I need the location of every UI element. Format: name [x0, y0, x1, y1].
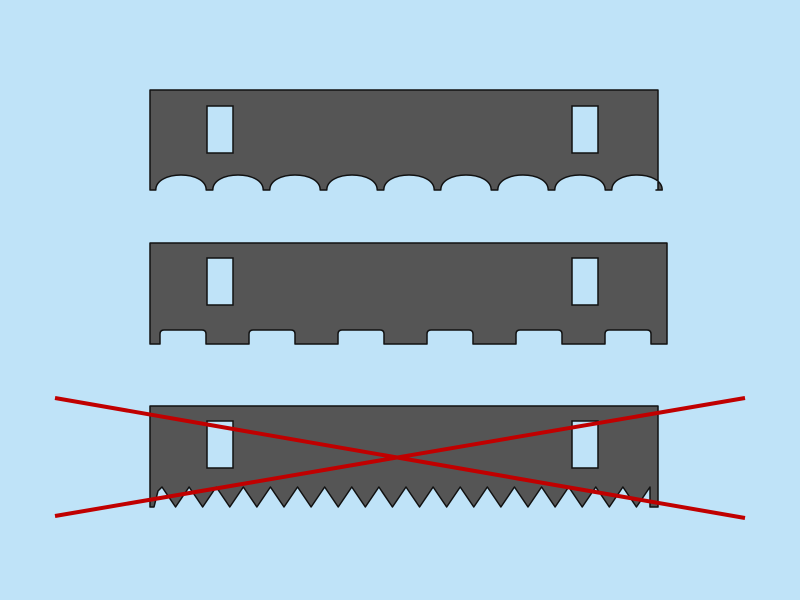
blade-scalloped-mounting-slot-left	[206, 105, 234, 154]
cross-out-line-ascending	[54, 396, 746, 518]
blade-notched-mounting-slot-right	[571, 257, 599, 306]
blade-notched-mounting-slot-left	[206, 257, 234, 306]
blade-scalloped	[149, 89, 663, 191]
blade-notched	[149, 242, 668, 345]
blade-scalloped-body	[149, 89, 663, 191]
blade-scalloped-mounting-slot-right	[571, 105, 599, 154]
blade-notched-body	[149, 242, 668, 345]
cross-out-mark	[54, 396, 746, 520]
